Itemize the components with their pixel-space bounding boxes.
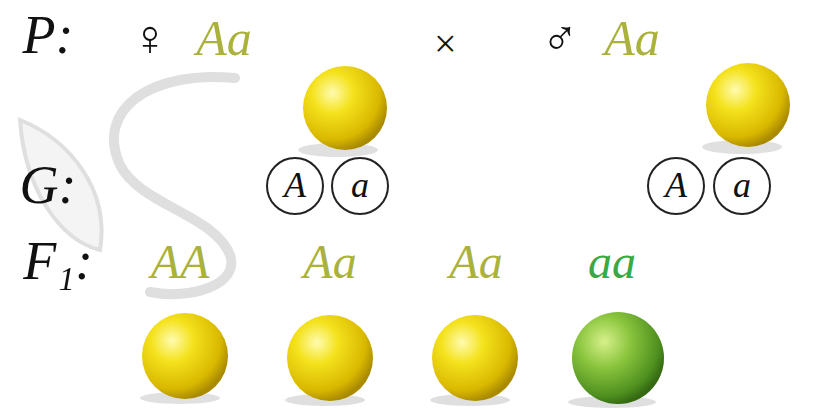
pea-shadows bbox=[140, 140, 782, 408]
yellow-pea bbox=[142, 313, 228, 399]
generation-label: P: bbox=[23, 6, 74, 65]
genotype: aa bbox=[588, 236, 636, 289]
gamete-circle: a bbox=[331, 157, 389, 215]
sex-symbol: ♀ bbox=[131, 11, 169, 66]
genotype: Aa bbox=[604, 11, 660, 66]
gamete-allele: A bbox=[665, 166, 687, 206]
yellow-pea bbox=[287, 315, 373, 401]
yellow-pea bbox=[303, 66, 387, 150]
gamete-circle: A bbox=[647, 157, 705, 215]
gamete-allele: A bbox=[284, 166, 306, 206]
gamete-circle: a bbox=[713, 157, 771, 215]
sex-symbol: ♂ bbox=[541, 11, 579, 66]
genotype: Aa bbox=[449, 236, 502, 289]
watermark bbox=[20, 77, 235, 294]
generation-label: G: bbox=[20, 156, 77, 215]
genotype: AA bbox=[151, 236, 210, 289]
yellow-pea bbox=[432, 315, 518, 401]
green-pea bbox=[572, 312, 664, 404]
gamete-allele: a bbox=[733, 166, 751, 206]
generation-label: F₁: bbox=[23, 232, 93, 291]
gamete-allele: a bbox=[351, 166, 369, 206]
gamete-circle: A bbox=[266, 157, 324, 215]
yellow-pea bbox=[706, 63, 790, 147]
genotype: Aa bbox=[196, 11, 252, 66]
cross-sign: × bbox=[432, 22, 459, 66]
genotype: Aa bbox=[303, 236, 356, 289]
